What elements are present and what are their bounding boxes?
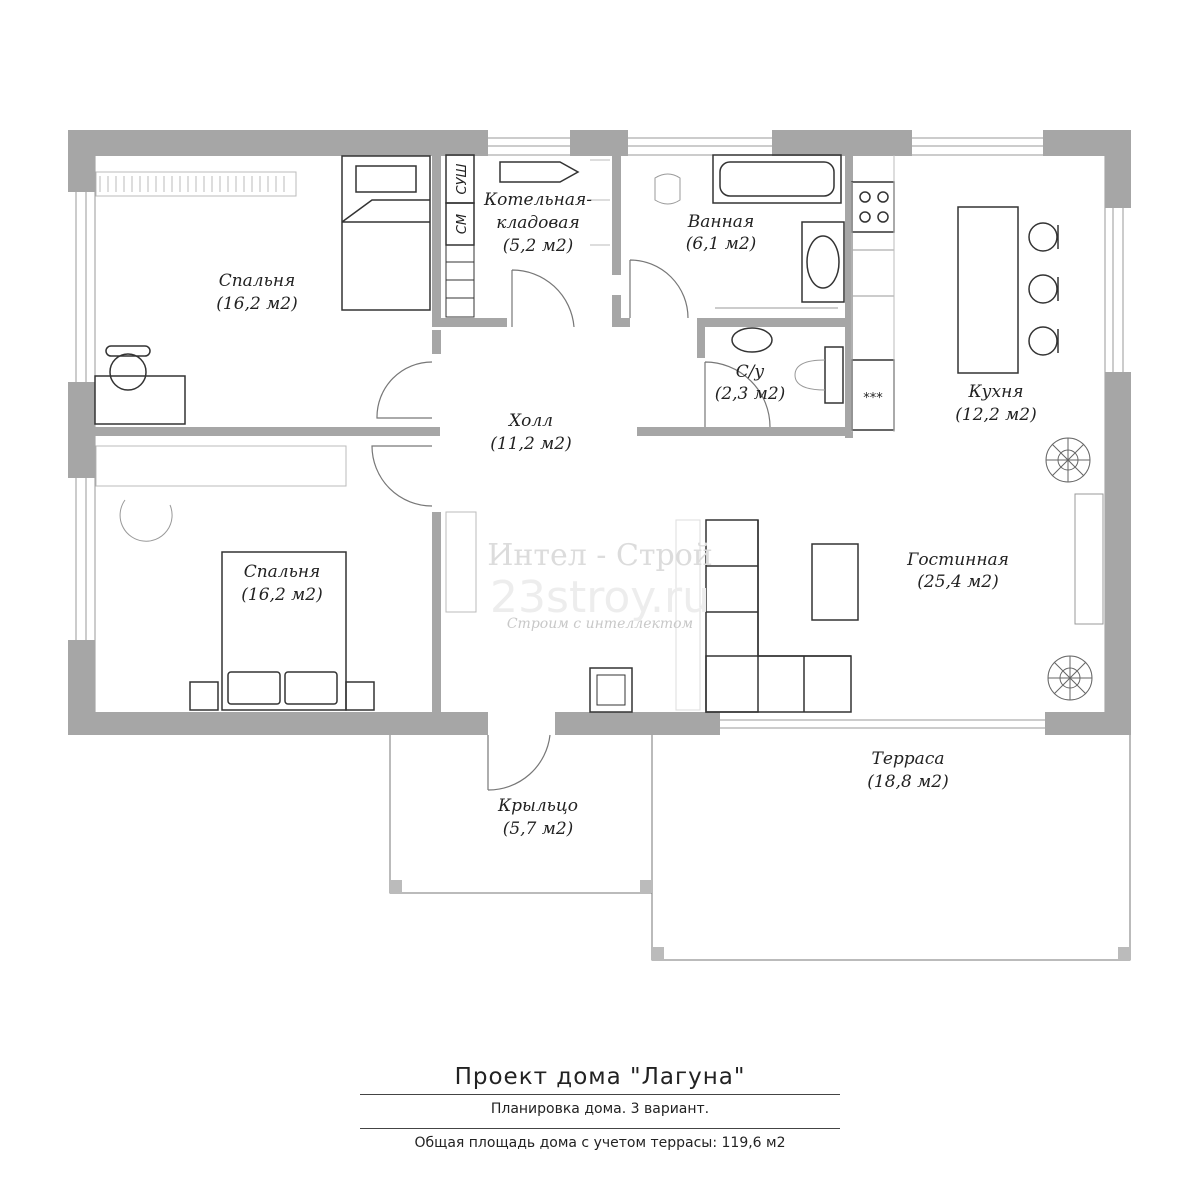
caption-divider (360, 1094, 840, 1095)
door-bath (629, 259, 689, 319)
dresser-bottom-bedroom (95, 445, 347, 487)
walls (68, 130, 1131, 735)
wall-right-bottom (1105, 372, 1131, 735)
floor-plan: Интел - Строй 23stroy.ru Строим с интелл… (68, 130, 1131, 961)
project-title: Проект дома "Лагуна" (454, 1064, 746, 1090)
sink-wc (731, 327, 773, 353)
office-chair-icon (105, 345, 151, 391)
wall-hall-post (432, 330, 441, 354)
wall-wc-left (697, 318, 705, 358)
stove-label: *** (863, 391, 883, 406)
dryer-label: СУШ (455, 163, 470, 194)
wall-top-left (68, 130, 488, 156)
boiler-name-2: кладовая (496, 213, 579, 233)
shoe-bench (589, 667, 633, 713)
boiler-area: (5,2 м2) (503, 236, 574, 256)
wall-hall-left-lower (432, 512, 441, 712)
kitchen-island (957, 206, 1019, 374)
project-subtitle: Планировка дома. 3 вариант. (490, 1101, 710, 1117)
chair-bottom-bedroom (119, 499, 173, 542)
plant-icon (1045, 437, 1091, 483)
bedroom-bottom-name: Спальня (244, 562, 321, 582)
living-name: Гостинная (906, 550, 1009, 570)
bed-bottom (221, 551, 347, 711)
wall-boiler-bath (612, 155, 621, 275)
total-area: Общая площадь дома с учетом террасы: 119… (414, 1135, 786, 1151)
bathroom-area: (6,1 м2) (686, 234, 757, 254)
wall-kitchen-left (845, 155, 853, 438)
wall-top-bath (772, 130, 912, 156)
hall-shelf (445, 511, 477, 613)
desk-top-bedroom (94, 375, 186, 425)
boiler-shelves (445, 244, 475, 318)
plants (1045, 437, 1093, 701)
door-boiler (511, 269, 575, 328)
wall-bottom-right (1045, 712, 1131, 735)
terrace-area: (18,8 м2) (867, 772, 948, 792)
wc-name: С/у (736, 362, 765, 382)
wall-bath-bottom (612, 318, 630, 327)
boiler-unit (499, 161, 580, 183)
watermark-slogan: Строим с интеллектом (507, 616, 693, 632)
hall-name: Холл (507, 411, 553, 431)
door-bedroom-top (376, 361, 433, 419)
door-wc (704, 361, 771, 428)
cooktop (851, 181, 895, 233)
toilet-wc (824, 346, 844, 404)
porch-area: (5,7 м2) (503, 819, 574, 839)
wall-bath-wc (697, 318, 845, 327)
bedroom-bottom-area: (16,2 м2) (241, 585, 322, 605)
wall-hall-left-upper (432, 155, 441, 325)
kitchen-name: Кухня (967, 382, 1023, 402)
terrace-outline (651, 735, 1131, 961)
living-area: (25,4 м2) (917, 572, 998, 592)
kitchen-area: (12,2 м2) (955, 405, 1036, 425)
wall-left-mid (68, 382, 95, 478)
nightstand-left (189, 681, 219, 711)
wall-bottom-left (68, 712, 488, 735)
wall-bedrooms-divider (95, 427, 440, 436)
wall-hall-bottom-right (637, 427, 853, 436)
watermark-site: 23stroy.ru (490, 572, 710, 623)
bathroom-name: Ванная (687, 212, 754, 232)
wardrobe-top (95, 171, 297, 197)
watermark-company: Интел - Строй (487, 538, 713, 573)
corner-sofa (705, 519, 852, 713)
windows (75, 137, 1124, 729)
room-labels: Спальня (16,2 м2) Котельная- кладовая (5… (216, 190, 1036, 839)
bedroom-top-name: Спальня (219, 271, 296, 291)
door-entrance (487, 734, 551, 791)
doors (371, 259, 771, 791)
boiler-name-1: Котельная- (483, 190, 592, 210)
wall-bottom-mid (555, 712, 720, 735)
wall-right-top (1105, 130, 1131, 208)
porch-name: Крыльцо (497, 796, 578, 816)
hall-area: (11,2 м2) (490, 434, 571, 454)
living-shelf (675, 519, 701, 711)
kitchen-sink (851, 249, 895, 297)
wc-area: (2,3 м2) (715, 384, 786, 404)
bedroom-top-area: (16,2 м2) (216, 294, 297, 314)
door-bedroom-bottom (371, 445, 433, 507)
wall-boiler-bath-lower (612, 295, 621, 325)
nightstand-right (345, 681, 375, 711)
plant-icon (1047, 655, 1093, 701)
bed-top (341, 155, 431, 311)
bar-stools (1028, 222, 1059, 356)
wall-top-mid (570, 130, 628, 156)
outdoor-areas (389, 735, 1131, 961)
toilet-bathroom (654, 173, 681, 205)
coffee-table (811, 543, 859, 621)
bathtub (712, 154, 842, 204)
furniture (94, 154, 1104, 713)
wall-left-top (68, 130, 95, 192)
wall-boiler-bottom (432, 318, 507, 327)
washer-label: СМ (455, 214, 470, 234)
tv-unit (1074, 493, 1104, 625)
sink-bathroom (801, 221, 845, 303)
terrace-name: Терраса (872, 749, 945, 769)
caption-divider-2 (360, 1128, 840, 1129)
